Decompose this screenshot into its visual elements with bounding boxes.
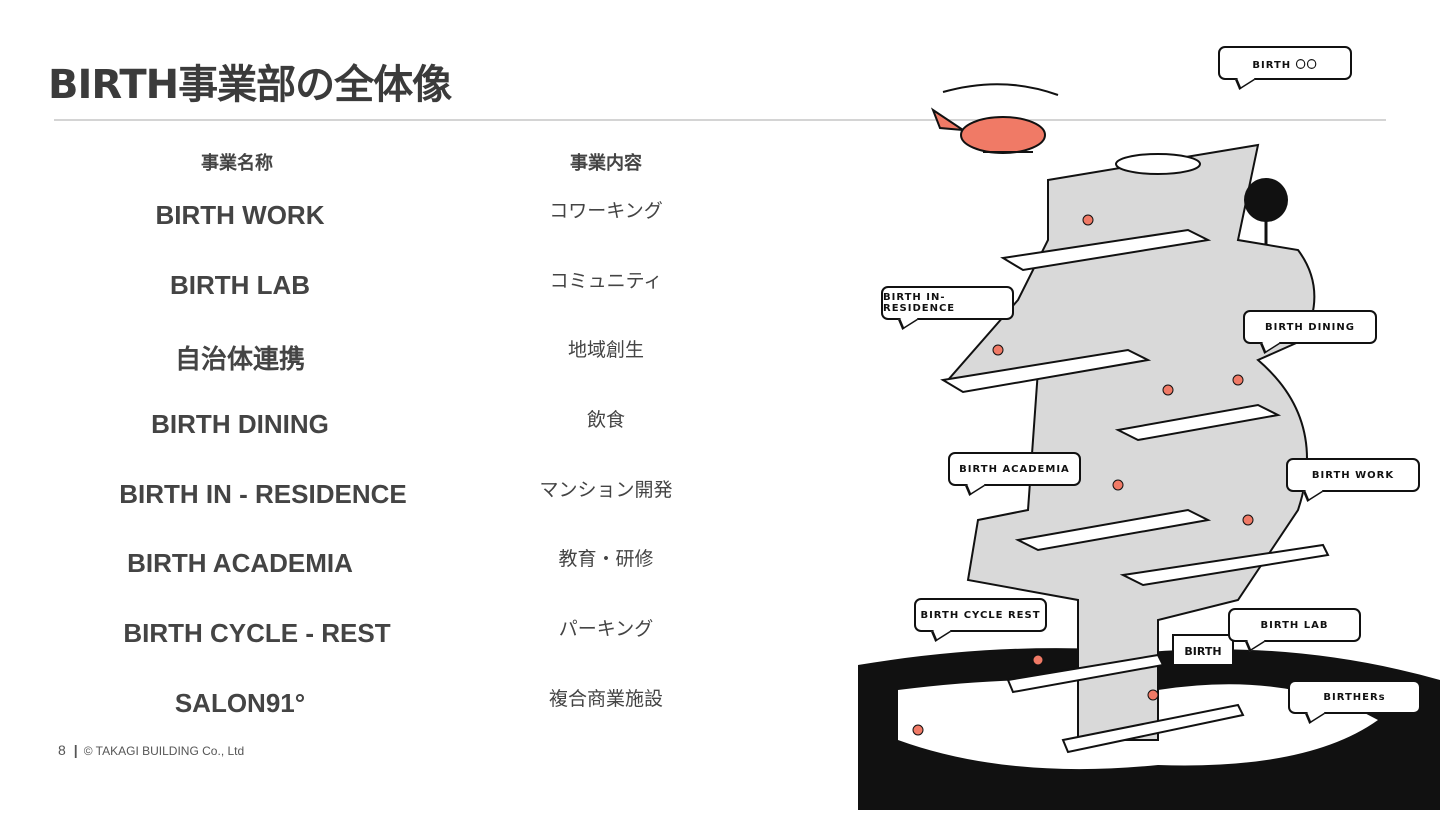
business-content: コミュニティ (549, 270, 663, 292)
table-row: SALON91° 複合商業施設 (0, 688, 1440, 728)
title-divider (54, 119, 1386, 121)
business-name: BIRTH ACADEMIA (127, 548, 353, 578)
bubble-dining: BIRTH DINING (1243, 310, 1377, 344)
bubble-lab: BIRTH LAB (1228, 608, 1361, 642)
copyright: © TAKAGI BUILDING Co., Ltd (83, 744, 245, 758)
business-content: パーキング (558, 618, 654, 640)
birth-sign-text: BIRTH (1184, 645, 1221, 658)
birth-sign (1172, 634, 1234, 666)
table-row: BIRTH ACADEMIA 教育・研修 (0, 548, 1440, 588)
footer-separator: | (73, 742, 78, 758)
bubble-work: BIRTH WORK (1286, 458, 1420, 492)
business-name: BIRTH IN - RESIDENCE (119, 479, 407, 509)
table-row: BIRTH CYCLE - REST パーキング (0, 618, 1440, 658)
business-content: 教育・研修 (558, 548, 654, 570)
business-name: BIRTH LAB (169, 270, 311, 300)
table-row: 自治体連携 地域創生 (0, 339, 1440, 379)
business-name: SALON91° (174, 688, 306, 718)
business-content: 飲食 (586, 409, 625, 431)
table-row: BIRTH WORK コワーキング (0, 200, 1440, 240)
table-row: BIRTH IN - RESIDENCE マンション開発 (0, 479, 1440, 519)
tree (1244, 178, 1288, 245)
header-name: 事業名称 (201, 153, 273, 174)
page-title: BIRTH事業部の全体像 (48, 62, 452, 108)
business-name: BIRTH DINING (151, 409, 329, 439)
building-drawing: BIRTH (858, 83, 1440, 810)
business-name: BIRTH CYCLE - REST (123, 618, 391, 648)
helicopter (930, 83, 1059, 154)
header-content: 事業内容 (570, 153, 642, 174)
floors (940, 228, 1330, 754)
business-content: 地域創生 (567, 339, 644, 361)
bubble-cycle-rest: BIRTH CYCLE REST (914, 598, 1047, 632)
bubble-academia: BIRTH ACADEMIA (948, 452, 1081, 486)
building-illustration: BIRTH BIRTH 〇〇 BIRTH IN-RESIDENCE BIRTH … (858, 40, 1440, 810)
business-name: 自治体連携 (174, 344, 305, 374)
business-content: マンション開発 (539, 479, 673, 501)
table-row: BIRTH DINING 飲食 (0, 409, 1440, 449)
bubble-birth-oo: BIRTH 〇〇 (1218, 46, 1352, 80)
business-name: BIRTH WORK (155, 200, 325, 230)
building-shell (945, 143, 1316, 741)
table-row: BIRTH LAB コミュニティ (0, 270, 1440, 310)
bubble-birthers: BIRTHERs (1288, 680, 1421, 714)
bubble-in-residence: BIRTH IN-RESIDENCE (881, 286, 1014, 320)
page-number: 8 (58, 742, 66, 758)
people (912, 214, 1254, 736)
roof-hole (1115, 153, 1201, 175)
business-content: コワーキング (549, 200, 663, 222)
business-content: 複合商業施設 (548, 688, 663, 710)
footer: 8 | © TAKAGI BUILDING Co., Ltd (58, 742, 244, 758)
